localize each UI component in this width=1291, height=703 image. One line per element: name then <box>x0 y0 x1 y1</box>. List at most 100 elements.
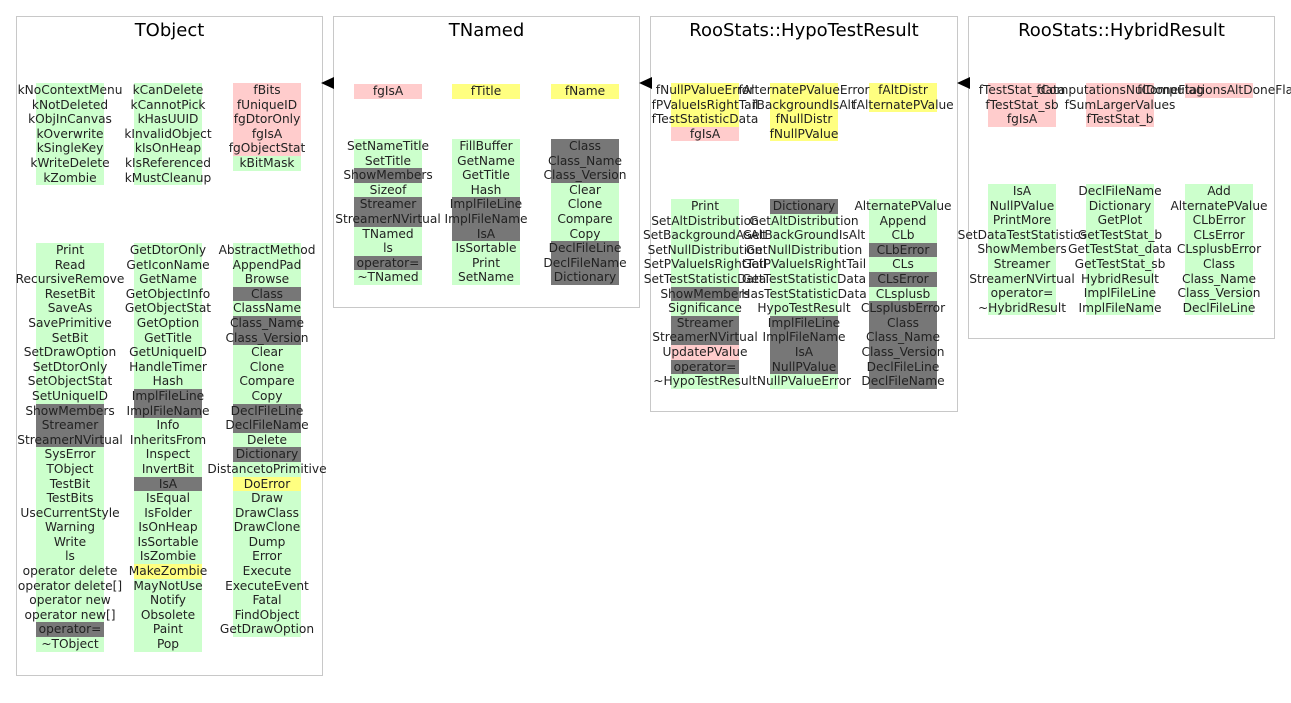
member-label: FillBuffer <box>459 139 513 153</box>
member-highlight <box>35 388 104 404</box>
member-label: GetPlot <box>1097 213 1143 228</box>
member-label: SaveAs <box>47 301 93 316</box>
member-item: DoError <box>233 476 301 492</box>
member-item: fgIsA <box>671 126 739 142</box>
member-highlight <box>988 112 1056 127</box>
member-label: fSumLargerValues <box>1064 97 1176 112</box>
member-label: SetBackgroundAsAlt <box>643 228 767 243</box>
member-highlight <box>770 83 838 98</box>
member-item: IsFolder <box>133 505 202 521</box>
member-label: Compare <box>557 211 613 226</box>
member-item: Sizeof <box>353 182 422 198</box>
member-label: CLs <box>892 257 914 272</box>
member-highlight <box>36 374 104 389</box>
member-label: Fatal <box>252 593 282 608</box>
member-item: StreamerNVirtual <box>969 271 1075 287</box>
member-label: fBits <box>253 83 281 97</box>
member-label: Dictionary <box>772 199 836 213</box>
member-item: DistancetoPrimitive <box>207 461 327 477</box>
member-item: CLb <box>868 228 937 243</box>
member-label: ImplFileName <box>1078 300 1162 315</box>
member-item: Class_Version <box>226 330 308 346</box>
member-item: DeclFileLine <box>867 359 939 375</box>
member-highlight <box>1184 242 1253 257</box>
member-highlight <box>1085 213 1154 228</box>
member-label: Streamer <box>676 315 734 330</box>
member-item: Class_Name <box>230 315 304 331</box>
member-label: Class <box>1202 256 1236 271</box>
member-highlight <box>133 607 202 623</box>
member-label: Streamer <box>41 418 99 433</box>
member-column: fTitle <box>426 84 546 99</box>
member-label: Obsolete <box>140 607 196 622</box>
member-label: fName <box>564 84 606 98</box>
member-label: MakeZombie <box>128 564 208 579</box>
member-column: fComputationsAltDoneFlag <box>1137 83 1291 98</box>
member-highlight <box>232 622 301 638</box>
member-label: AlternatePValue <box>854 199 952 213</box>
member-highlight <box>869 213 937 229</box>
member-label: kIsOnHeap <box>134 141 202 156</box>
member-highlight <box>232 155 301 171</box>
member-label: PrintMore <box>992 213 1052 228</box>
member-item: Dictionary <box>769 199 838 214</box>
member-highlight <box>353 270 422 285</box>
member-label: CLsError <box>1193 227 1245 242</box>
member-label: kBitMask <box>239 155 295 170</box>
member-highlight <box>987 256 1056 272</box>
member-item: TObject <box>35 461 104 477</box>
member-highlight <box>988 184 1056 199</box>
member-item: GetDtorOnly <box>130 243 206 258</box>
member-highlight <box>232 403 301 419</box>
member-item: Streamer <box>670 315 739 331</box>
member-label: kMustCleanup <box>124 170 212 185</box>
member-label: kIsReferenced <box>124 155 212 170</box>
member-highlight <box>770 344 838 360</box>
member-highlight <box>35 432 104 448</box>
member-highlight <box>354 168 422 183</box>
member-item: kCanDelete <box>133 83 203 98</box>
member-item: ~TObject <box>35 637 104 652</box>
member-highlight <box>36 141 104 156</box>
member-highlight <box>987 286 1056 301</box>
member-label: fgIsA <box>689 126 721 141</box>
member-highlight <box>988 300 1056 316</box>
member-item: AlternatePValue <box>854 199 952 214</box>
member-item: AlternatePValue <box>1170 198 1268 214</box>
member-item: Pop <box>133 637 202 652</box>
member-item: GetOption <box>134 315 202 331</box>
member-label: UseCurrentStyle <box>20 505 120 520</box>
member-highlight <box>36 83 104 98</box>
member-item: ImplFileName <box>127 403 209 419</box>
member-item: GetTestStat_sb <box>1075 256 1165 272</box>
member-highlight <box>134 83 202 98</box>
member-label: IsA <box>1012 184 1032 198</box>
member-highlight <box>670 112 739 127</box>
member-item: GetObjectStat <box>125 301 211 316</box>
member-label: SetTitle <box>364 153 412 168</box>
member-item: Error <box>233 549 301 565</box>
member-highlight <box>869 286 937 302</box>
member-label: fNullPValue <box>769 126 839 141</box>
member-item: ImplFileLine <box>450 197 522 212</box>
member-highlight <box>670 199 739 214</box>
member-item: GetAltDistribution <box>749 213 859 229</box>
member-label: IsOnHeap <box>138 520 198 535</box>
member-label: kObjInCanvas <box>28 112 112 127</box>
member-label: fBackgroundIsAlt <box>752 97 856 112</box>
member-label: SetDtorOnly <box>32 359 108 374</box>
member-label: operator= <box>38 622 102 637</box>
member-highlight <box>550 255 619 271</box>
member-item: Print <box>35 243 104 258</box>
member-highlight <box>868 83 937 98</box>
member-label: fTestStatisticData <box>651 112 759 127</box>
member-item: CLsError <box>1184 227 1253 243</box>
member-highlight <box>134 315 202 331</box>
member-item: SetTestStatisticData <box>644 271 766 287</box>
member-label: ShowMembers <box>343 168 433 183</box>
member-item: GetDrawOption <box>220 622 314 638</box>
member-item: ExecuteEvent <box>225 578 309 594</box>
